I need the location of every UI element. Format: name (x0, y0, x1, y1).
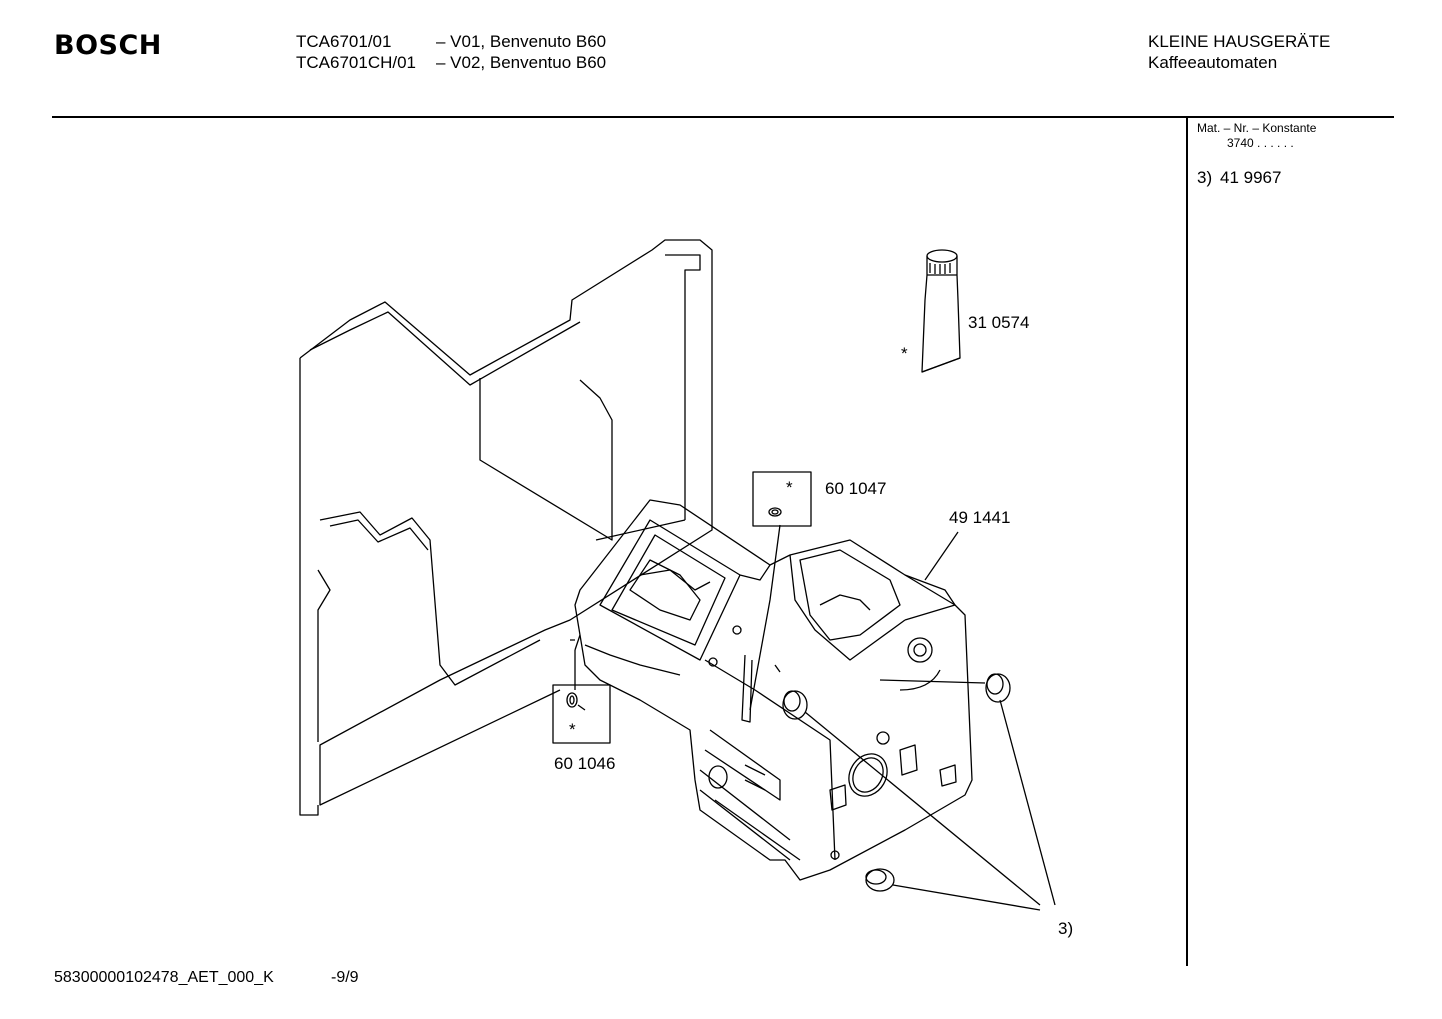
constant-label: Mat. – Nr. – Konstante (1197, 121, 1317, 135)
frame-panel (299, 239, 713, 816)
model-desc-2: – V02, Benventuo B60 (436, 53, 607, 72)
label-grease-star: * (901, 344, 908, 363)
model-code-2: TCA6701CH/01 (296, 53, 417, 72)
label-seal-left-star: * (569, 720, 576, 739)
category-title: KLEINE HAUSGERÄTE (1148, 32, 1331, 51)
label-housing: 49 1441 (949, 508, 1011, 527)
label-seal-left: 60 1046 (554, 754, 616, 773)
subcategory-title: Kaffeeautomaten (1148, 53, 1278, 72)
label-seal-top-star: * (786, 478, 793, 497)
brew-unit-housing (570, 499, 973, 881)
label-caps-ref: 3) (1058, 919, 1074, 938)
label-seal-top: 60 1047 (825, 479, 887, 498)
footer-page: -9/9 (331, 969, 359, 986)
model-code-1: TCA6701/01 (296, 32, 392, 51)
brand-logo: BOSCH (54, 30, 162, 61)
model-desc-1: – V01, Benvenuto B60 (436, 32, 607, 51)
footer-doc-id: 58300000102478_AET_000_K (54, 969, 274, 986)
sidebar-divider (1186, 116, 1188, 966)
constant-value: 3740 . . . . . . (1227, 136, 1294, 150)
sidebar-part-ref: 3) (1197, 168, 1213, 187)
label-grease-tube: 31 0574 (968, 313, 1030, 332)
header-divider (52, 116, 1394, 118)
sidebar-part-number: 41 9967 (1220, 168, 1282, 187)
grease-tube (921, 249, 961, 373)
